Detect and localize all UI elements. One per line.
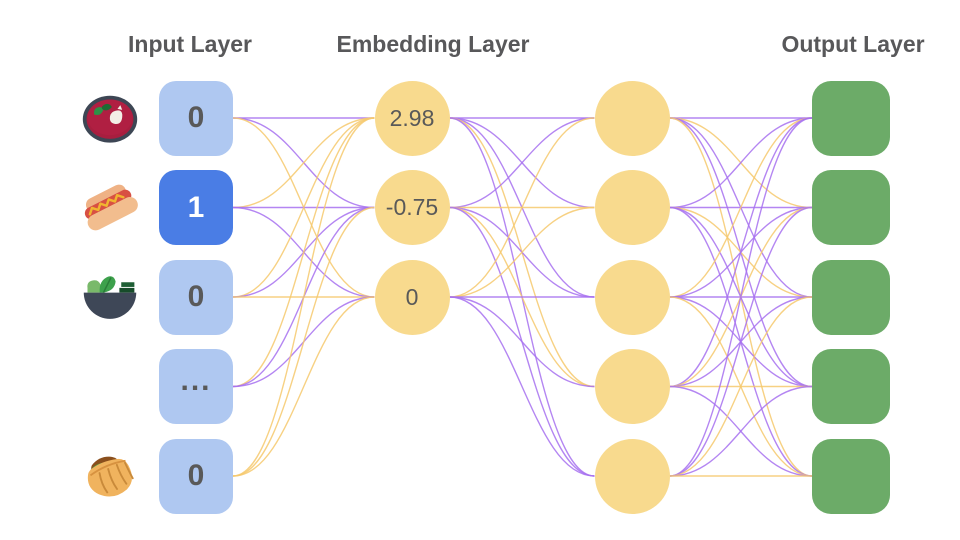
edge	[449, 296, 595, 388]
edge	[669, 385, 813, 477]
edge	[669, 296, 813, 477]
input-node: 0	[159, 80, 233, 156]
hidden-node	[594, 170, 670, 245]
edge	[669, 117, 813, 298]
input-node: ...	[159, 349, 233, 424]
embedding-node: 2.98	[374, 80, 450, 156]
output-node	[812, 259, 890, 335]
edge	[232, 117, 375, 298]
hidden-node	[594, 80, 670, 156]
hidden-node	[594, 349, 670, 424]
edge	[232, 117, 375, 477]
edge	[449, 296, 595, 477]
edge	[669, 117, 813, 209]
input-layer-title: Input Layer	[128, 31, 252, 57]
output-layer-title: Output Layer	[781, 31, 925, 57]
edge	[232, 117, 375, 209]
hidden-node	[594, 438, 670, 514]
borscht-icon	[80, 92, 140, 146]
edge	[232, 206, 375, 477]
edge	[232, 296, 375, 477]
input-node: 0	[159, 438, 233, 514]
edge	[449, 117, 595, 209]
edge	[232, 117, 375, 388]
salad-icon	[80, 271, 140, 325]
pita-icon	[80, 450, 140, 504]
output-node	[812, 80, 890, 156]
embedding-layer-title: Embedding Layer	[336, 31, 530, 57]
edge	[669, 206, 813, 477]
edge	[669, 117, 813, 477]
edge	[449, 206, 595, 298]
edge	[669, 117, 813, 388]
input-node: 0	[159, 259, 233, 335]
embedding-node: 0	[374, 259, 450, 335]
hotdog-icon	[80, 182, 140, 236]
edge	[449, 117, 595, 298]
output-node	[812, 170, 890, 245]
output-node	[812, 438, 890, 514]
output-node	[812, 349, 890, 424]
hidden-node	[594, 259, 670, 335]
embedding-node: -0.75	[374, 170, 450, 245]
input-node: 1	[159, 170, 233, 245]
